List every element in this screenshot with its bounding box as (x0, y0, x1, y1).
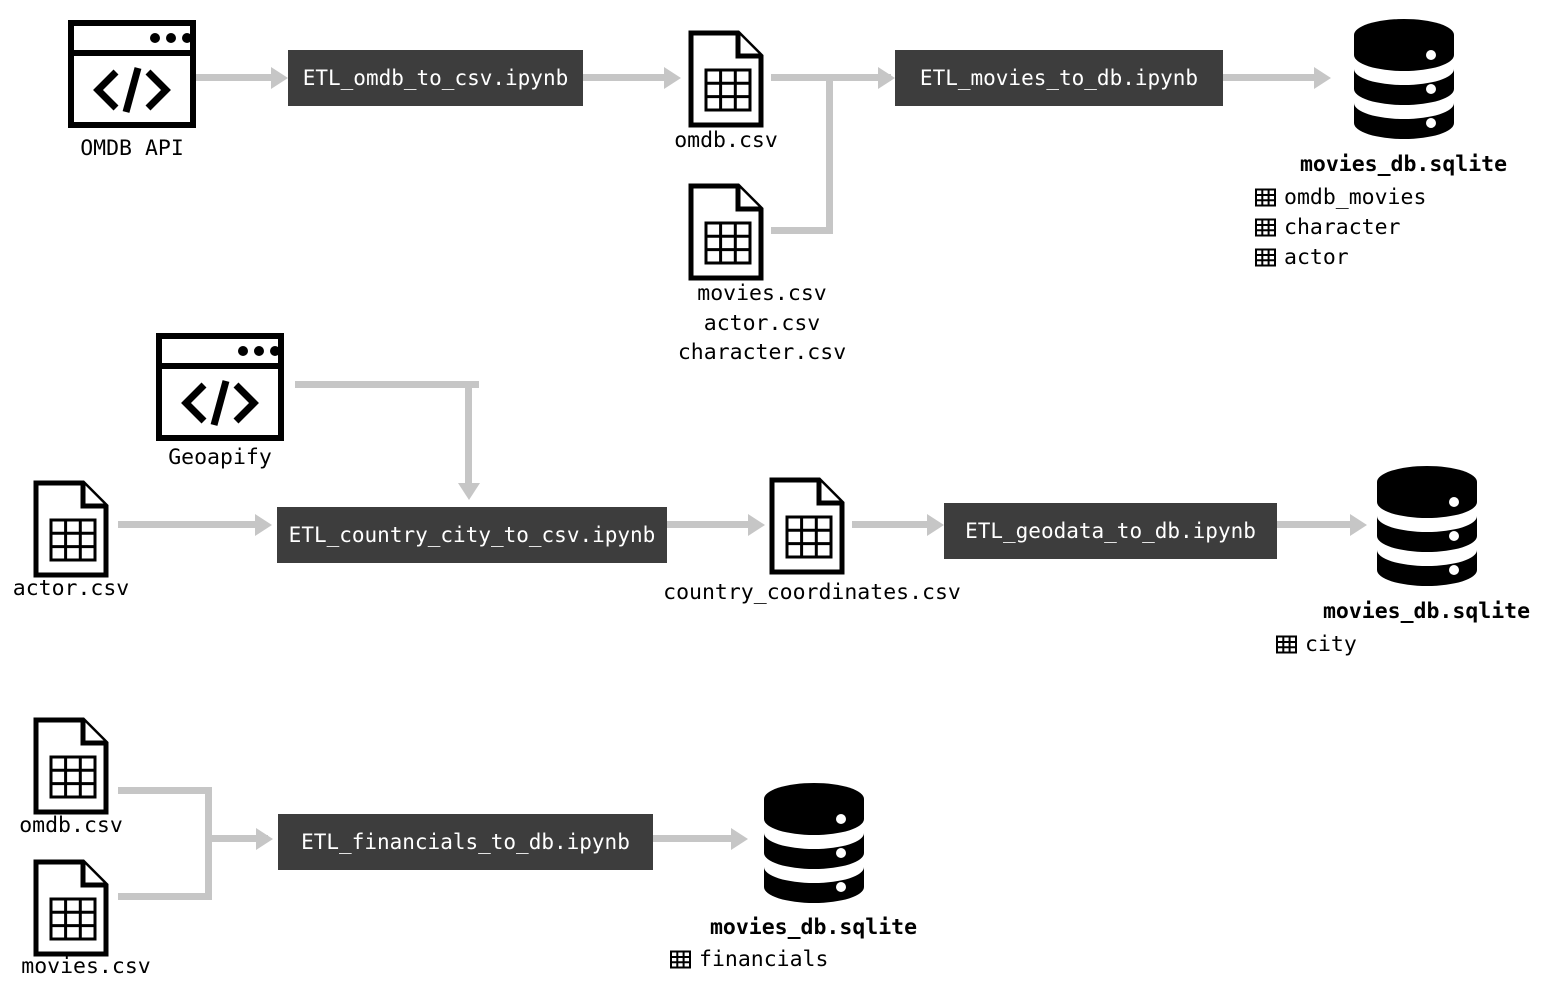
table-icon (1276, 634, 1297, 655)
arrowhead-coords-csv-to-etl2 (927, 513, 944, 536)
db-table-list: city (1276, 629, 1357, 659)
etl-country-city-to-csv-box[interactable]: ETL_country_city_to_csv.ipynb (277, 507, 667, 563)
arrowhead-bus-to-etl-row3 (256, 827, 273, 850)
movies-db-sqlite-label: movies_db.sqlite (709, 915, 918, 940)
movies-db-sqlite-label: movies_db.sqlite (1322, 599, 1531, 624)
browser-code-icon (156, 333, 284, 441)
table-row: omdb_movies (1255, 182, 1426, 212)
arrowhead-actor-csv-to-etl (255, 513, 272, 536)
connector-etl2-to-db-row2 (1277, 521, 1355, 528)
table-icon (670, 949, 691, 970)
connector-merge-bus-row1 (826, 74, 833, 234)
etl-movies-to-db-box[interactable]: ETL_movies_to_db.ipynb (895, 50, 1223, 106)
table-name: city (1305, 631, 1357, 657)
arrowhead-etl2-to-db (1314, 66, 1331, 89)
arrowhead-etl1-to-omdb-csv (664, 66, 681, 89)
csv-file-icon (32, 858, 110, 958)
csv-file-icon (687, 29, 765, 129)
etl-financials-to-db-box[interactable]: ETL_financials_to_db.ipynb (278, 814, 653, 870)
api-source-label: OMDB API (80, 136, 184, 161)
movies-csv-label: movies.csv (697, 281, 827, 306)
csv-file-icon (32, 479, 110, 579)
connector-movies-csv-to-bus (771, 227, 833, 234)
country-coordinates-csv-label: country_coordinates.csv (663, 580, 961, 605)
database-icon (762, 783, 866, 905)
connector-merge-bus-row3 (205, 787, 212, 900)
movies-csv-group-label: movies.csv actor.csv character.csv (612, 279, 912, 368)
database-icon (1375, 466, 1479, 588)
db-table-list: financials (670, 944, 828, 974)
connector-bus-to-etl-row3 (205, 835, 268, 842)
movies-db-sqlite-label: movies_db.sqlite (1299, 152, 1508, 177)
database-icon (1352, 19, 1456, 141)
arrowhead-geoapify-to-etl (457, 483, 480, 500)
connector-coords-csv-to-etl2 (852, 521, 932, 528)
connector-etl-to-coords-csv (667, 521, 753, 528)
connector-actor-csv-to-etl (118, 521, 258, 528)
table-row: financials (670, 944, 828, 974)
table-row: city (1276, 629, 1357, 659)
connector-geoapify-h (295, 381, 479, 388)
csv-file-icon (32, 716, 110, 816)
arrowhead-etl-to-coords-csv (748, 513, 765, 536)
arrowhead-etl2-to-db-row2 (1350, 513, 1367, 536)
db-table-list: omdb_movies character actor (1255, 182, 1426, 272)
omdb-csv-label: omdb.csv (674, 128, 778, 153)
connector-etl2-to-db (1223, 74, 1319, 81)
csv-file-icon (687, 182, 765, 282)
table-row: character (1255, 212, 1426, 242)
character-csv-label: character.csv (677, 340, 847, 365)
csv-file-icon (768, 476, 846, 576)
table-name: character (1284, 214, 1401, 240)
table-name: omdb_movies (1284, 184, 1427, 210)
api-source-label: Geoapify (168, 445, 272, 470)
table-icon (1255, 217, 1276, 238)
browser-code-icon (68, 20, 196, 128)
actor-csv-label: actor.csv (703, 310, 821, 336)
table-row: actor (1255, 242, 1426, 272)
table-name: actor (1284, 244, 1349, 270)
etl-geodata-to-db-box[interactable]: ETL_geodata_to_db.ipynb (944, 503, 1277, 559)
actor-csv-label: actor.csv (12, 576, 130, 601)
movies-csv-label: movies.csv (21, 954, 151, 979)
connector-movies-csv-to-bus-row3 (118, 893, 212, 900)
arrowhead-csvs-to-etl2 (878, 66, 895, 89)
etl-omdb-to-csv-box[interactable]: ETL_omdb_to_csv.ipynb (288, 50, 583, 106)
omdb-csv-label: omdb.csv (19, 813, 123, 838)
arrowhead-etl-to-db-row3 (731, 827, 748, 850)
connector-etl1-to-omdb-csv (583, 74, 669, 81)
arrowhead-api-to-etl1 (271, 66, 288, 89)
connector-api-to-etl1 (196, 74, 274, 81)
connector-etl-to-db-row3 (653, 835, 736, 842)
table-icon (1255, 247, 1276, 268)
connector-omdb-csv-to-bus-row3 (118, 787, 212, 794)
connector-geoapify-v (465, 381, 472, 486)
table-name: financials (699, 946, 829, 972)
table-icon (1255, 187, 1276, 208)
